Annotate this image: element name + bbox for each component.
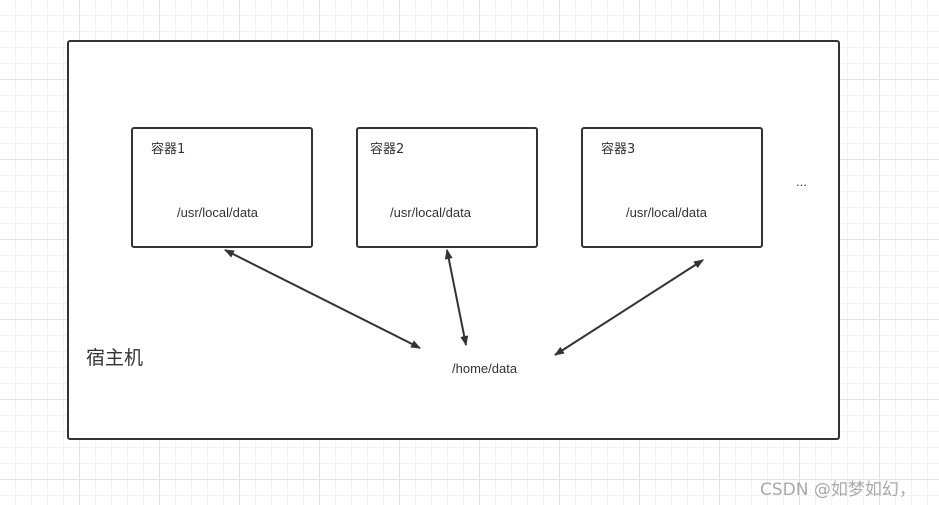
container-3-box: 容器3 /usr/local/data (581, 127, 763, 248)
container-1-box: 容器1 /usr/local/data (131, 127, 313, 248)
container-2-box: 容器2 /usr/local/data (356, 127, 538, 248)
csdn-watermark: CSDN @如梦如幻， (760, 480, 916, 500)
container-2-path: /usr/local/data (390, 205, 471, 220)
container-3-title: 容器3 (601, 142, 636, 157)
container-3-path: /usr/local/data (626, 205, 707, 220)
container-2-title: 容器2 (370, 142, 405, 157)
container-1-title: 容器1 (151, 142, 186, 157)
container-1-path: /usr/local/data (177, 205, 258, 220)
more-containers-ellipsis: ... (796, 174, 807, 189)
host-machine-label: 宿主机 (86, 347, 144, 369)
host-path-label: /home/data (452, 361, 518, 376)
